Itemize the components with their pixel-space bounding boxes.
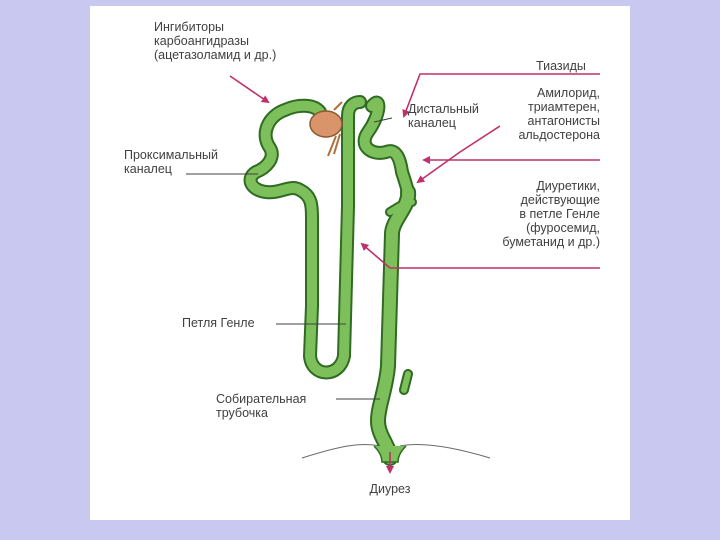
label-proximal-tubule: Проксимальный каналец [124, 148, 218, 176]
nephron-diagram [90, 6, 630, 520]
label-distal-tubule: Дистальный каналец [408, 102, 479, 130]
slide: Ингибиторы карбоангидразы (ацетазоламид … [90, 6, 630, 520]
arrow-carbonic-anhydrase [230, 76, 268, 102]
label-loop-diuretics: Диуретики, действующие в петле Генле (фу… [470, 179, 600, 249]
label-loop-of-henle: Петля Генле [182, 316, 255, 330]
label-carbonic-anhydrase-inhibitors: Ингибиторы карбоангидразы (ацетазоламид … [154, 20, 276, 62]
arrow-amiloride [418, 126, 500, 182]
label-collecting-duct: Собирательная трубочка [216, 392, 306, 420]
glomerulus [310, 111, 342, 137]
label-amiloride-group: Амилорид, триамтерен, антагонисты альдос… [490, 86, 600, 142]
label-thiazides: Тиазиды [536, 59, 586, 73]
label-diuresis: Диурез [360, 482, 420, 496]
